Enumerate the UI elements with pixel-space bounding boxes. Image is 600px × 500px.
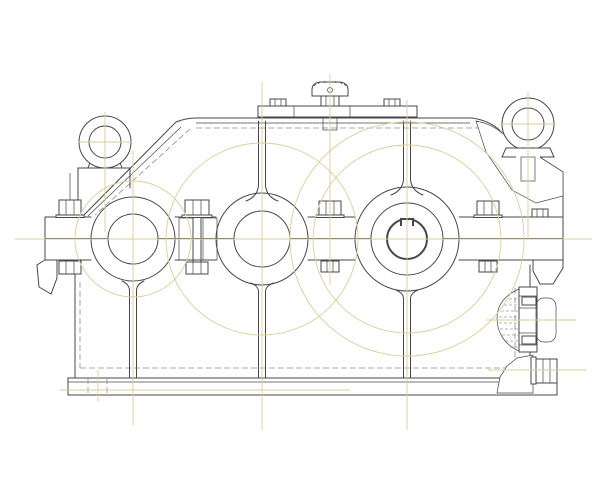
flange-lip-left [36, 259, 58, 295]
cover-bolt-right [380, 98, 404, 107]
flange-lip-right [532, 259, 564, 285]
construction-lines [15, 74, 592, 430]
rib-lower-right [395, 289, 419, 379]
rib-upper-right [390, 120, 424, 196]
lifting-eye-left [77, 115, 132, 208]
lifting-eye-right [475, 97, 564, 204]
drain-hex-head [535, 358, 558, 384]
sight-glass-bolt-bottom [521, 335, 537, 345]
cover-bolt-left [266, 98, 290, 107]
rib-lower-left [121, 280, 145, 379]
flange-stud-5 [531, 208, 549, 218]
flange-stud-4 [473, 200, 503, 273]
rib-upper-middle [245, 120, 279, 202]
sight-glass-bolt-top [521, 296, 537, 306]
flange-stud-2-sectioned [178, 199, 218, 275]
oil-drain-plug [496, 354, 558, 394]
oil-sight-glass [496, 286, 557, 353]
housing-lower [67, 264, 558, 396]
base-flange [67, 377, 558, 396]
flange-stud-1 [55, 173, 85, 275]
